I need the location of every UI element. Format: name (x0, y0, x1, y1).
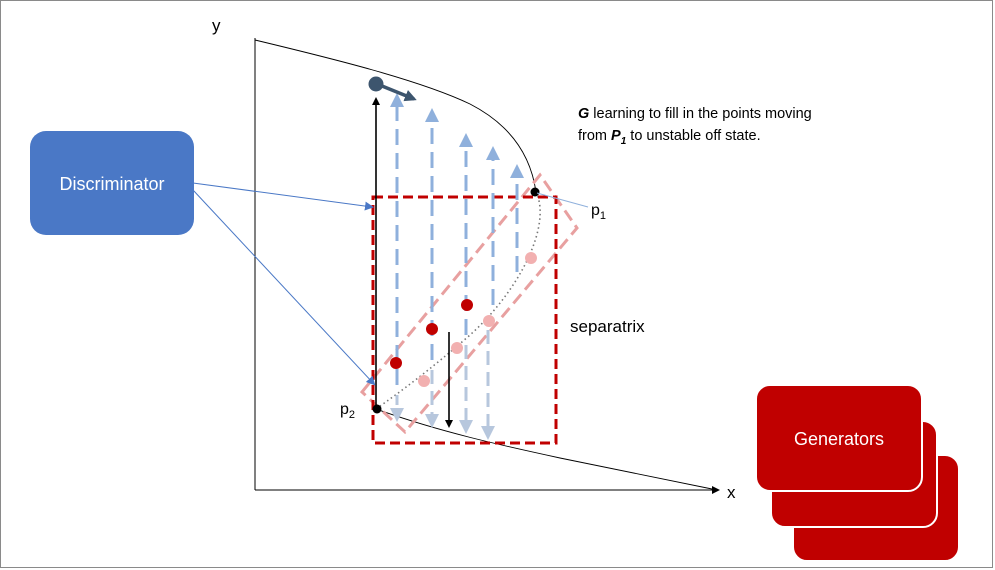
p1-leader-line (536, 192, 589, 208)
upper-curve (254, 39, 537, 193)
point-p2 (372, 404, 382, 414)
discriminator-label: Discriminator (59, 174, 164, 194)
y-axis-label: y (212, 16, 221, 35)
point-p1 (530, 187, 540, 197)
generators-stack: Generators (755, 384, 960, 562)
dot-dark-1 (390, 357, 402, 369)
p2-label: p2 (340, 401, 355, 421)
dot-light-2 (451, 342, 463, 354)
dot-dark-3 (461, 299, 473, 311)
discriminator-connector-lower (192, 189, 376, 386)
dot-light-1 (418, 375, 430, 387)
separatrix-label: separatrix (570, 317, 645, 336)
p1-label: p1 (591, 202, 606, 222)
discriminator-connector-upper (192, 182, 374, 211)
dot-light-4 (525, 252, 537, 264)
generator-card-front (755, 384, 923, 492)
discriminator-box: Discriminator (30, 131, 194, 235)
annotation-line-1: G learning to fill in the points moving (578, 106, 812, 122)
dot-light-3 (483, 315, 495, 327)
separatrix-curve (375, 191, 541, 410)
annotation-line-2: from P1 to unstable off state. (578, 128, 761, 147)
discriminator-box-shape (30, 131, 194, 235)
dot-dark-2 (426, 323, 438, 335)
x-axis-label: x (727, 483, 736, 502)
flow-arrows (390, 93, 524, 440)
lower-curve (375, 408, 713, 490)
moving-point (368, 76, 384, 92)
sample-dots (390, 252, 537, 387)
moving-point-arrow (381, 84, 417, 102)
generators-label: Generators (794, 429, 884, 449)
discriminator-region-box (371, 195, 558, 445)
axes: y x (212, 16, 736, 502)
